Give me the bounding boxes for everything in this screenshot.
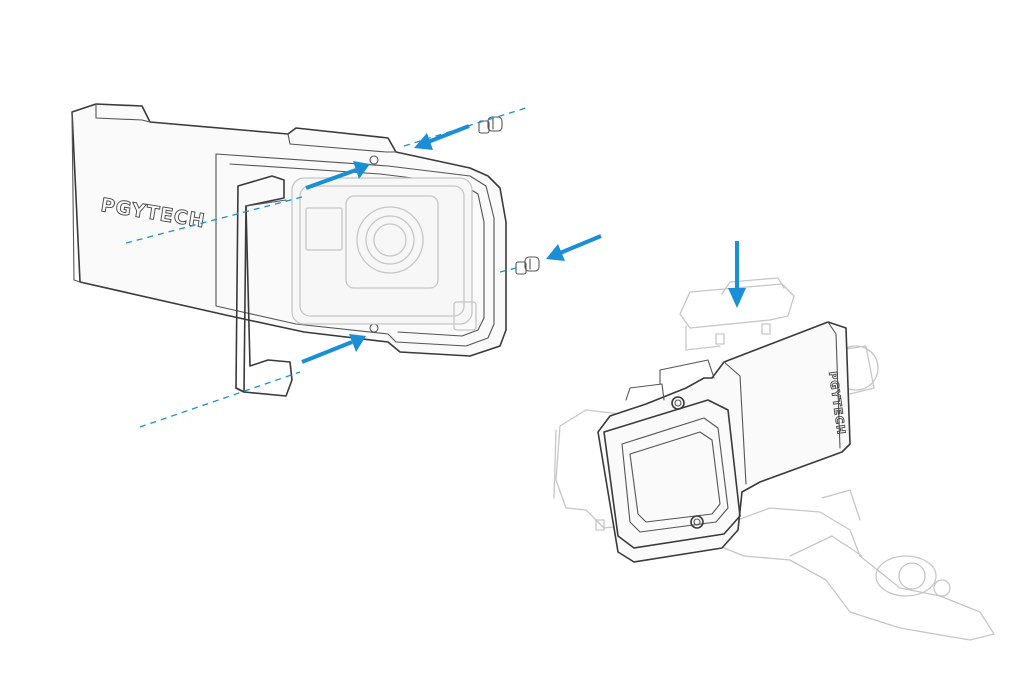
action-camera-ghost xyxy=(291,177,477,331)
action-camera-ghost-mounted xyxy=(553,409,625,531)
gimbal-ghost xyxy=(679,277,995,641)
arrow-icon xyxy=(414,124,470,150)
arrow-icon xyxy=(301,334,366,364)
screw-icon xyxy=(515,256,540,275)
alignment-guides xyxy=(125,106,530,428)
arrow-icon xyxy=(305,161,370,190)
arrow-icon xyxy=(546,234,602,261)
adapter-plate-mounted: PGYTECH xyxy=(597,321,851,563)
screw-icon xyxy=(478,116,503,134)
arrow-icon xyxy=(728,241,746,308)
